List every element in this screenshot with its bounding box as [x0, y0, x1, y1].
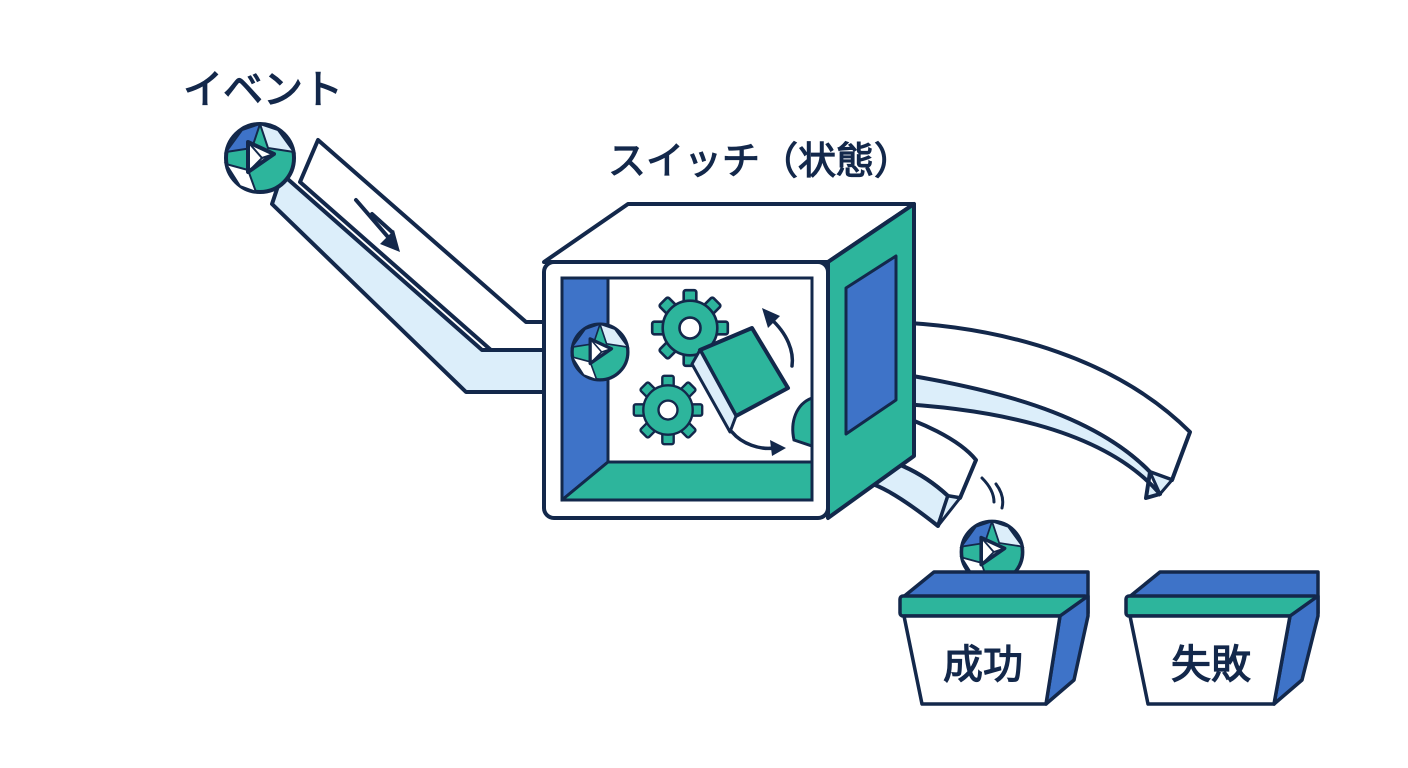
success-label: 成功: [943, 642, 1023, 688]
event-label: イベント: [183, 67, 343, 113]
flow-arrow-icon: [354, 198, 400, 252]
entering-ball-icon: [570, 322, 630, 382]
success-bin: 成功: [898, 570, 1090, 706]
switch-box: [542, 202, 916, 520]
failure-chute: [846, 320, 1192, 500]
failure-bin: 失敗: [1124, 570, 1320, 706]
input-chute: [270, 138, 550, 394]
rotation-arrow-icon: [730, 430, 786, 456]
gear-icon: [632, 374, 704, 446]
switch-label: スイッチ（状態）: [608, 139, 912, 183]
switch-lever: [690, 326, 790, 434]
failure-label: 失敗: [1171, 642, 1252, 688]
rotation-arrow-icon: [762, 308, 795, 368]
motion-lines: [980, 476, 1005, 510]
event-ball-icon: [224, 122, 296, 194]
